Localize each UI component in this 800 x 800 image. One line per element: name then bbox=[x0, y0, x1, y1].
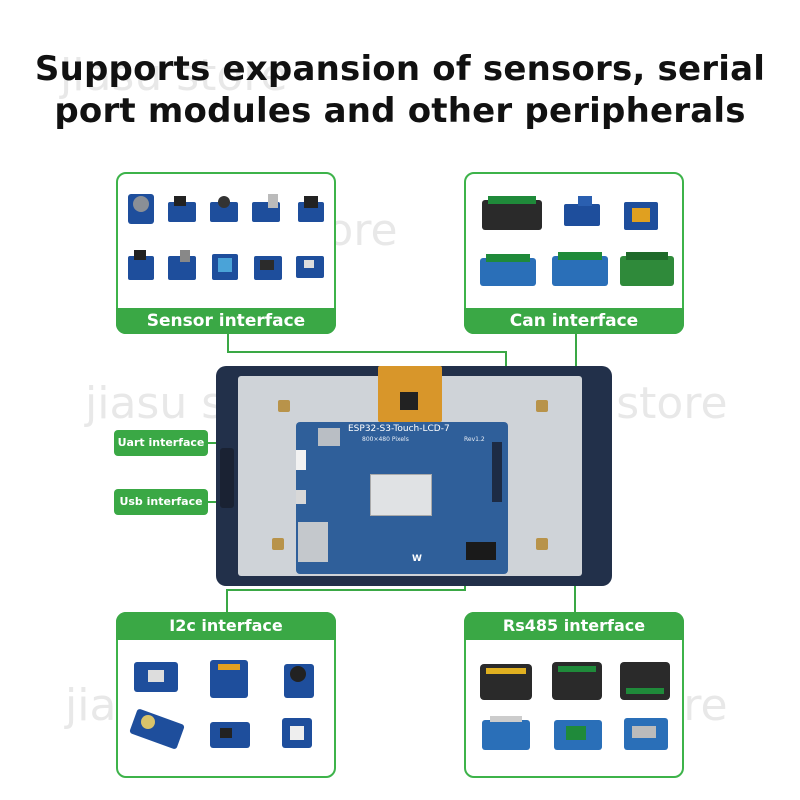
i2c-interface-card: I2c interface bbox=[116, 612, 336, 778]
flex-cable bbox=[378, 366, 442, 422]
standoff-bl bbox=[272, 538, 284, 550]
lcd-connector bbox=[370, 474, 432, 516]
sensor-interface-card: Sensor interface bbox=[116, 172, 336, 334]
terminal-block bbox=[466, 542, 496, 560]
board-pixels: 800×480 Pixels bbox=[362, 436, 409, 443]
sensor-interface-label: Sensor interface bbox=[116, 308, 336, 334]
i2c-modules-illustration bbox=[129, 660, 314, 749]
display-device: ESP32-S3-Touch-LCD-7 800×480 Pixels Rev1… bbox=[216, 366, 612, 586]
headline: Supports expansion of sensors, serial po… bbox=[0, 48, 800, 132]
board-title: ESP32-S3-Touch-LCD-7 bbox=[348, 424, 450, 434]
sensor-modules-illustration bbox=[128, 194, 324, 280]
usb-connector bbox=[296, 490, 306, 504]
rs485-interface-card: Rs485 interface bbox=[464, 612, 684, 778]
logo-mark: W bbox=[412, 554, 422, 564]
can-interface-label: Can interface bbox=[464, 308, 684, 334]
rs485-modules-illustration bbox=[480, 662, 670, 750]
watermark-1: jiasu store bbox=[60, 50, 288, 101]
standoff-br bbox=[536, 538, 548, 550]
sd-slot bbox=[318, 428, 340, 446]
headline-line-2: port modules and other peripherals bbox=[54, 91, 746, 131]
uart-interface-tag: Uart interface bbox=[114, 430, 208, 456]
can-interface-card: Can interface bbox=[464, 172, 684, 334]
header-pins bbox=[492, 442, 502, 502]
i2c-interface-label: I2c interface bbox=[116, 612, 336, 640]
uart-connector bbox=[296, 450, 306, 470]
pcb-board: ESP32-S3-Touch-LCD-7 800×480 Pixels Rev1… bbox=[296, 422, 508, 574]
headline-line-1: Supports expansion of sensors, serial bbox=[34, 49, 766, 89]
usb-interface-tag: Usb interface bbox=[114, 489, 208, 515]
board-rev: Rev1.2 bbox=[464, 436, 485, 443]
side-bezel bbox=[220, 448, 234, 508]
rs485-interface-label: Rs485 interface bbox=[464, 612, 684, 640]
standoff-tl bbox=[278, 400, 290, 412]
standoff-tr bbox=[536, 400, 548, 412]
can-modules-illustration bbox=[480, 196, 674, 286]
esp32-module bbox=[298, 522, 328, 562]
